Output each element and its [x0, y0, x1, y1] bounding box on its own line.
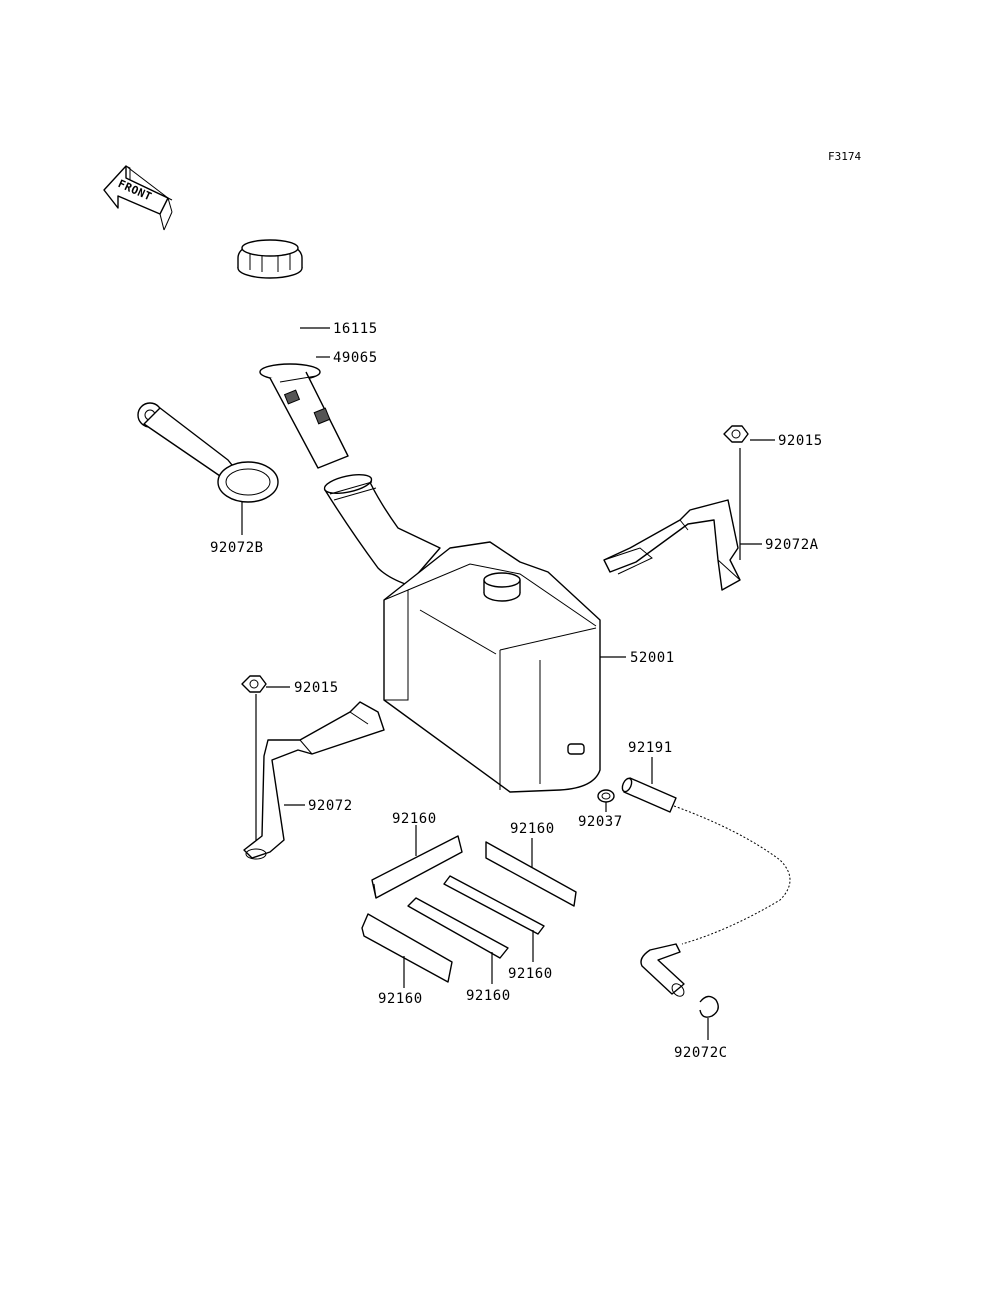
hose-clip	[699, 995, 719, 1018]
damper-pad-3	[443, 875, 545, 935]
damper-pad-1	[371, 835, 463, 899]
tank-band-right	[603, 499, 741, 591]
part-label-92072B: 92072B	[210, 540, 264, 556]
fuel-filter	[259, 363, 349, 469]
part-label-92160-e: 92160	[378, 991, 423, 1007]
part-label-92160-d: 92160	[466, 988, 511, 1004]
part-label-49065: 49065	[333, 350, 378, 366]
part-label-92072A: 92072A	[765, 537, 819, 553]
part-label-92015-right: 92015	[778, 433, 823, 449]
fuel-cap	[237, 239, 303, 279]
part-label-92160-a: 92160	[392, 811, 437, 827]
part-label-16115: 16115	[333, 321, 378, 337]
part-label-92160-c: 92160	[508, 966, 553, 982]
figure-code: F3174	[828, 150, 861, 163]
tank-band-left	[243, 701, 385, 860]
part-label-92072C: 92072C	[674, 1045, 728, 1061]
damper-pad-2	[485, 841, 577, 907]
part-label-92015-left: 92015	[294, 680, 339, 696]
part-label-92072: 92072	[308, 798, 353, 814]
fuel-tank	[323, 474, 601, 793]
nut-right	[723, 425, 749, 443]
damper-pad-4	[407, 897, 509, 959]
tank-strap-b	[137, 402, 279, 503]
fuel-hose	[621, 777, 791, 997]
damper-pad-5	[361, 913, 453, 983]
nut-left	[241, 675, 267, 693]
part-label-92037: 92037	[578, 814, 623, 830]
hose-clamp	[597, 789, 615, 803]
part-label-92191: 92191	[628, 740, 673, 756]
front-arrow-icon: FRONT	[103, 165, 173, 231]
part-label-52001: 52001	[630, 650, 675, 666]
part-label-92160-b: 92160	[510, 821, 555, 837]
